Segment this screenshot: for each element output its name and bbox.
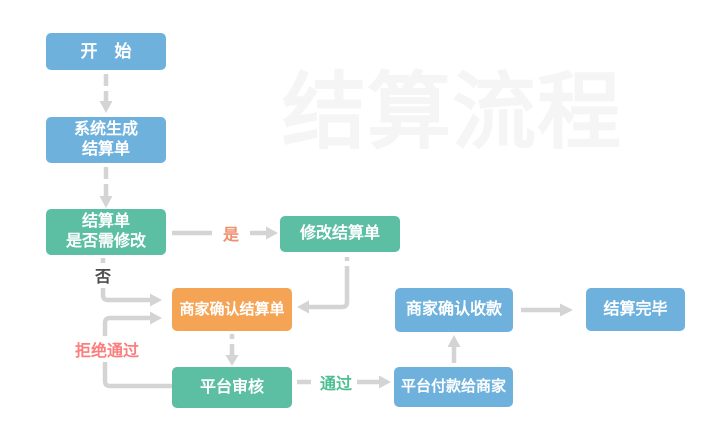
arrowhead-right-icon	[266, 226, 278, 240]
node-platform-review: 平台审核	[172, 367, 292, 408]
arrowhead-right-icon	[379, 375, 391, 389]
node-start: 开 始	[46, 33, 166, 70]
edge-label-pass: 通过	[319, 376, 353, 393]
arrowhead-right-icon	[560, 303, 573, 317]
node-decision-need-modify: 结算单 是否需修改	[46, 209, 166, 255]
node-generate-bill: 系统生成 结算单	[46, 117, 166, 163]
arrowhead-left-icon	[297, 300, 309, 314]
node-settlement-finished: 结算完毕	[586, 288, 685, 331]
edge-label-reject: 拒绝通过	[72, 336, 142, 362]
arrowhead-down-icon	[99, 101, 113, 113]
node-modify-bill: 修改结算单	[280, 216, 400, 252]
node-platform-pay-merchant: 平台付款给商家	[394, 367, 513, 407]
arrowhead-right-icon	[150, 311, 162, 325]
arrow-decision-to-merchant-confirm	[100, 258, 150, 303]
arrow-modify-to-merchant-confirm	[309, 257, 350, 310]
edge-label-no: 否	[94, 269, 112, 286]
arrowhead-right-icon	[150, 293, 162, 307]
edge-label-yes: 是	[222, 227, 240, 244]
node-merchant-confirm-bill: 商家确认结算单	[172, 288, 292, 331]
arrowhead-down-icon	[225, 355, 239, 366]
arrowhead-down-icon	[99, 196, 113, 208]
node-merchant-confirm-payment: 商家确认收款	[395, 288, 513, 332]
watermark-title: 结算流程	[281, 65, 622, 159]
arrowhead-up-icon	[447, 335, 461, 347]
